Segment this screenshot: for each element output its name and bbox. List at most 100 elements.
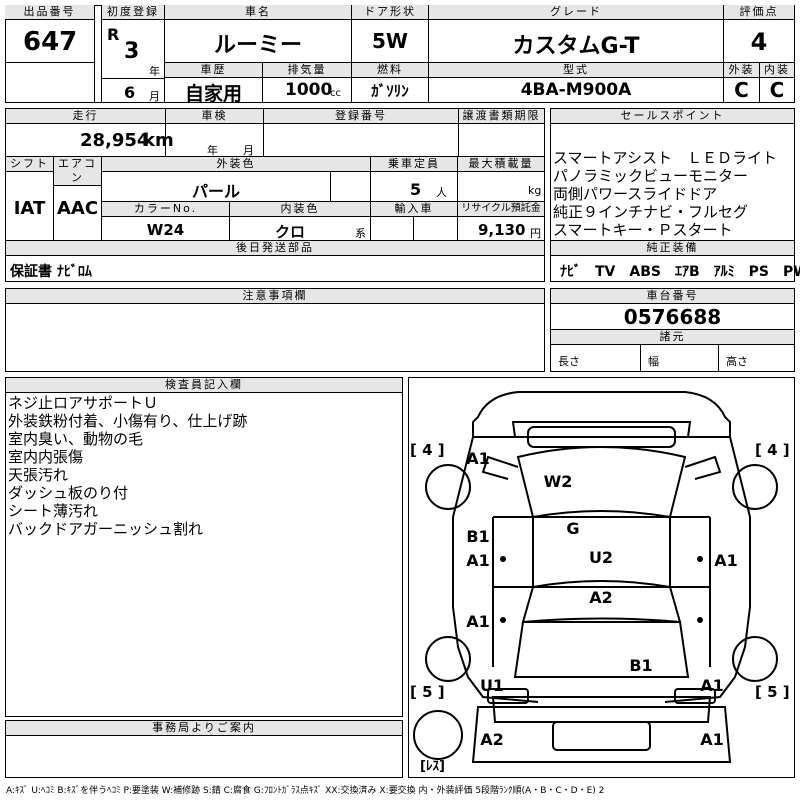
tire-rr [732,636,778,682]
sales-line: 純正９インチナビ・フルセグ [553,203,749,221]
equipment: ﾅﾋﾞ TV ABS ｴｱB ｱﾙﾐ PS PW [560,264,800,280]
insp-month-unit: 月 [243,144,254,157]
interior-label: 内装 [760,63,794,78]
mark-b1-rear: B1 [629,656,652,675]
int-color: クロ [274,223,305,241]
int-color-unit: 系 [355,227,366,240]
capacity: 5 [410,180,422,199]
door-handle-l2 [500,617,506,623]
height-label: 高さ [726,355,748,368]
inspector-label: 検査員記入欄 [6,378,402,393]
mark-a1-r: A1 [714,551,738,570]
body-left-outline [452,436,539,703]
fuel-label: 燃料 [352,63,428,78]
transfer-label: 譲渡書類期限 [459,109,544,124]
capacity-unit: 人 [436,186,447,199]
month-unit: 月 [149,90,160,103]
score-label: 評価点 [724,5,794,20]
spare-tire [413,710,463,760]
vehicle-info-section [5,108,545,282]
history: 自家用 [184,83,242,105]
fuel: ｶﾞｿﾘﾝ [371,82,409,100]
capacity-label: 乗車定員 [371,157,458,172]
door-label: ドア形状 [352,5,428,20]
mark-a1-fl: A1 [466,449,490,468]
inspector-note: 室内臭い、動物の毛 [8,430,144,448]
mark-w2: W2 [544,472,573,491]
rear-cargo-outline [513,621,690,678]
later-parts: 保証書 ﾅﾋﾞﾛﾑ [10,264,92,280]
inspection-label: 車検 [166,109,263,124]
first-reg-label: 初度登録 [102,5,164,20]
width-label: 幅 [648,355,659,368]
mark-u1: U1 [480,676,504,695]
chassis-label: 車台番号 [551,289,794,304]
displacement: 1000 [285,80,333,100]
grade: カスタムG-T [512,34,640,59]
sales-section [550,108,795,282]
rear-plate-outline [552,721,651,751]
sales-line: パノラミックビューモニター [553,167,749,185]
mileage-label: 走行 [6,109,166,124]
mark-a1-br: A1 [700,730,724,749]
car-name-label: 車名 [165,5,352,20]
era: R [107,25,120,44]
first-reg-cell: 初度登録 R 3 年 6 月 [101,5,165,103]
reg-month: 6 [124,83,136,102]
model: 4BA-M900A [520,80,632,100]
mark-a1-rr: A1 [700,676,724,695]
aircon-label: エアコン [54,157,102,186]
right-mirror [684,455,722,480]
tire-fl-label: [ 4 ] [410,441,445,459]
import-label: 輸入車 [371,202,457,217]
inspector-note: シート薄汚れ [8,502,99,520]
kg-unit: kg [528,184,542,197]
sales-line: スマートアシスト ＬＥＤライト [553,149,777,167]
tire-rl [425,636,471,682]
rear-lamp-right [674,688,716,704]
yen-unit: 円 [530,227,541,240]
door-handle-r1 [697,556,703,562]
chassis-section [550,288,795,372]
office-label: 事務局よりご案内 [6,721,402,736]
color-no-label: カラーNo. [102,202,230,217]
inspector-section [5,377,403,717]
lot-no-cell: 出品番号 647 [5,5,95,103]
mark-a2-bl: A2 [480,730,504,749]
aircon: AAC [56,198,99,219]
inspector-note: 外装鉄粉付着、小傷有り、仕上げ跡 [8,412,248,430]
inspector-notes: ネジ止ロアサポートＵ 外装鉄粉付着、小傷有り、仕上げ跡 室内臭い、動物の毛 室内… [8,394,247,538]
caution-section [5,288,545,372]
exterior-grade: C [734,78,749,102]
max-load-label: 最大積載量 [458,157,544,172]
mark-a2-c: A2 [589,588,613,607]
tire-fr [732,464,778,510]
displacement-label: 排気量 [263,63,351,78]
door-handle-l1 [500,556,506,562]
tire-fr-label: [ 4 ] [755,441,790,459]
model-label: 型式 [429,63,723,78]
mileage-unit: km [143,130,174,151]
inspector-note: ダッシュ板のり付 [8,484,129,502]
ext-color: パール [191,182,240,201]
equipment-label: 純正装備 [551,241,794,256]
history-label: 車歴 [165,63,263,78]
mark-u2: U2 [589,548,613,567]
year-unit: 年 [149,65,160,78]
damage-diagram-box [408,377,795,778]
office-section [5,720,403,778]
color-no: W24 [146,221,185,239]
spec-label: 諸元 [551,330,794,345]
chassis-number: 0576688 [623,305,722,329]
later-parts-label: 後日発送部品 [6,241,544,256]
mark-a1-l2: A1 [466,612,490,631]
rear-view-outline [471,706,732,763]
tire-rr-label: [ 5 ] [755,683,790,701]
hood-outline [511,421,692,438]
door-type: 5W [372,29,408,53]
mileage: 28,954 [80,130,150,151]
ext-color-label: 外装色 [102,157,371,172]
shift-label: シフト [6,157,54,172]
reg-year: 3 [124,39,140,64]
legend: A:ｷｽﾞ U:ﾍｺﾐ B:ｷｽﾞを伴うﾍｺﾐ P:要塗装 W:補修跡 S:錆 … [6,786,605,796]
